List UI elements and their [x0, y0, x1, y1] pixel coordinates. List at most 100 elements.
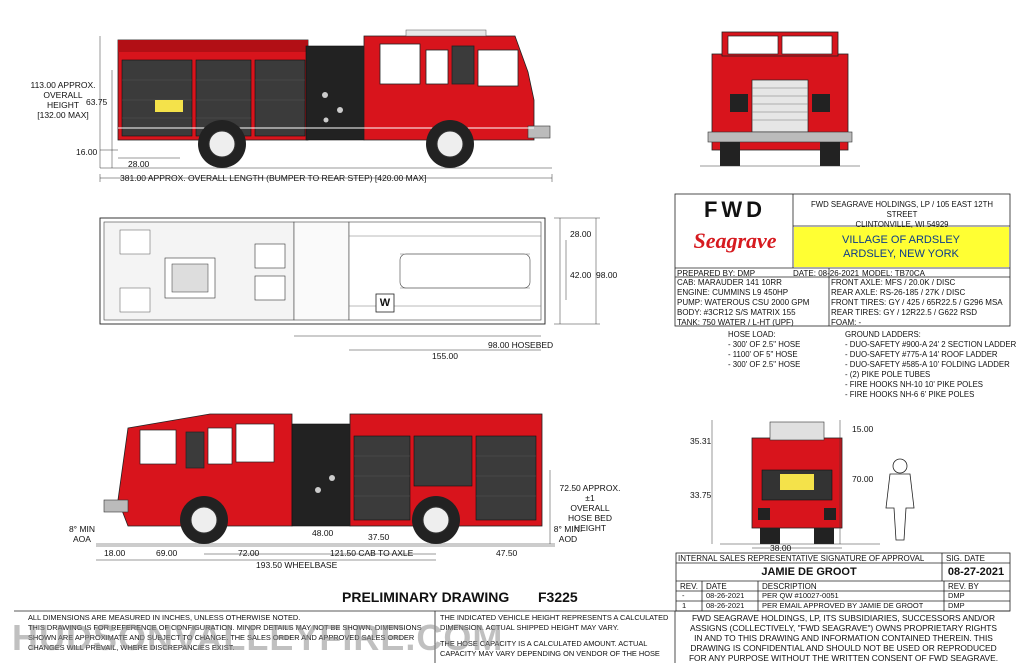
spec-pump: PUMP: WATEROUS CSU 2000 GPM — [677, 298, 810, 307]
side-view-left — [99, 29, 553, 182]
logo-seagrave: Seagrave — [693, 228, 777, 253]
preliminary-label: PRELIMINARY DRAWING — [342, 589, 510, 605]
hose-load-title: HOSE LOAD: — [728, 330, 776, 339]
spec-prepared-by: PREPARED BY: DMP — [677, 269, 756, 278]
aoa-note: 8° MIN AOA — [64, 524, 100, 544]
approval-frame — [675, 552, 1011, 612]
spec-cab: CAB: MARAUDER 141 10RR — [677, 278, 782, 287]
height-note-line: 113.00 APPROX. — [30, 80, 96, 90]
spec-front-tires: FRONT TIRES: GY / 425 / 65R22.5 / G296 M… — [831, 298, 1003, 307]
approval-sig-date: 08-27-2021 — [947, 566, 1005, 578]
side-view-right — [96, 413, 555, 561]
footer-frame — [14, 610, 1010, 663]
rev-row-cell: 08-26-2021 — [706, 601, 745, 610]
hosebed-height-line: OVERALL — [570, 503, 610, 513]
footer-note-line: ASSIGNS (COLLECTIVELY, "FWD SEAGRAVE") O… — [689, 623, 998, 633]
dim-rear-33-75: 33.75 — [690, 490, 712, 500]
ground-ladders-item: - DUO-SAFETY #775-A 14' ROOF LADDER — [845, 350, 998, 359]
hose-load: HOSE LOAD: - 300' OF 2.5" HOSE - 1100' O… — [728, 330, 800, 370]
ground-ladders: GROUND LADDERS: - DUO-SAFETY #900-A 24' … — [845, 330, 1016, 400]
ground-ladders-item: - FIRE HOOKS NH-10 10' PIKE POLES — [845, 380, 983, 389]
rev-header-by: REV. BY — [948, 582, 979, 591]
footer-note-line: ALL DIMENSIONS ARE MEASURED IN INCHES, U… — [28, 613, 301, 622]
aod-line: AOD — [558, 534, 578, 544]
footer-note-line: THE INDICATED VEHICLE HEIGHT REPRESENTS … — [440, 613, 669, 622]
dim-37-50: 37.50 — [368, 532, 390, 542]
company-address: FWD SEAGRAVE HOLDINGS, LP / 105 EAST 12T… — [796, 200, 1008, 230]
aoa-line: AOA — [73, 534, 91, 544]
hose-load-item: - 300' OF 2.5" HOSE — [728, 360, 801, 369]
customer-box — [794, 227, 1009, 267]
rev-row-cell: DMP — [948, 591, 965, 600]
dim-top-98: 98.00 — [596, 270, 618, 280]
footer-note-line: DIMENSION. ACTUAL SHIPPED HEIGHT MAY VAR… — [440, 623, 619, 632]
height-note-line: OVERALL — [43, 90, 83, 100]
dim-top-28: 28.00 — [570, 229, 592, 239]
footer-note-line: THE HOSE CAPACITY IS A CALCULATED AMOUNT… — [440, 639, 648, 648]
height-note: 113.00 APPROX. OVERALL HEIGHT [132.00 MA… — [28, 80, 98, 120]
rear-view — [711, 420, 915, 549]
customer-line: ARDSLEY, NEW YORK — [843, 248, 959, 260]
dim-69: 69.00 — [156, 548, 178, 558]
footer-note-line: FWD SEAGRAVE HOLDINGS, LP, ITS SUBSIDIAR… — [691, 613, 996, 623]
logo-fwd: FWD — [703, 197, 767, 222]
rev-row-cell: PER EMAIL APPROVED BY JAMIE DE GROOT — [762, 601, 924, 610]
address-line: CLINTONVILLE, WI 54929 — [855, 220, 949, 229]
footer-note-line: CHANGES WILL PREVAIL, WHERE DISCREPANCIE… — [28, 643, 235, 652]
dim-63-75: 63.75 — [86, 97, 108, 107]
ground-ladders-item: - FIRE HOOKS NH-6 6' PIKE POLES — [845, 390, 975, 399]
spec-left: PREPARED BY: DMP CAB: MARAUDER 141 10RR … — [677, 269, 827, 328]
hosebed-height-line: HOSE BED — [568, 513, 612, 523]
dim-overall-length: 381.00 APPROX. OVERALL LENGTH (BUMPER TO… — [120, 173, 427, 183]
rev-row-cell: PER QW #10027-0051 — [762, 591, 839, 600]
top-view-marker: W — [379, 297, 391, 309]
hosebed-height-note: 72.50 APPROX.±1 OVERALL HOSE BED HEIGHT — [556, 483, 624, 533]
footer-note-line: THIS DRAWING IS FOR REFERENCE OF CONFIGU… — [28, 623, 422, 632]
rev-header-date: DATE — [706, 582, 727, 591]
hose-load-item: - 1100' OF 5" HOSE — [728, 350, 798, 359]
dim-rear-70: 70.00 — [852, 474, 874, 484]
dim-rear-35-31: 35.31 — [690, 436, 712, 446]
rev-row-cell: DMP — [948, 601, 965, 610]
rev-row-cell: - — [682, 591, 685, 600]
footer-note-line: SHOWN ARE APPROXIMATE AND SUBJECT TO CHA… — [28, 633, 415, 642]
spec-body: BODY: #3CR12 S/S MATRIX 155 — [677, 308, 796, 317]
spec-tank: TANK: 750 WATER / L-HT (UPF) — [677, 318, 794, 327]
footer-note-line: CAPACITY MAY VARY DEPENDING ON VENDOR OF… — [440, 649, 660, 658]
sig-date-label: SIG. DATE — [946, 554, 985, 563]
rev-header-rev: REV. — [680, 582, 698, 591]
dim-48: 48.00 — [312, 528, 334, 538]
footer-note-line: IN AND TO THIS DRAWING AND INFORMATION C… — [694, 633, 993, 643]
spec-rear-axle: REAR AXLE: RS-26-185 / 27K / DISC — [831, 288, 966, 297]
dim-rear-38: 38.00 — [770, 543, 792, 553]
customer-line: VILLAGE OF ARDSLEY — [842, 234, 960, 246]
ground-ladders-title: GROUND LADDERS: — [845, 330, 921, 339]
dim-47-50: 47.50 — [496, 548, 518, 558]
drawing-number: F3225 — [538, 589, 578, 605]
ground-ladders-item: - DUO-SAFETY #900-A 24' 2 SECTION LADDER — [845, 340, 1017, 349]
footer-left-notes: ALL DIMENSIONS ARE MEASURED IN INCHES, U… — [28, 613, 432, 653]
top-view — [99, 217, 600, 351]
spec-foam: FOAM: - — [831, 318, 862, 327]
dim-wheelbase: 193.50 WHEELBASE — [256, 560, 338, 570]
height-note-line: HEIGHT — [46, 100, 80, 110]
aoa-line: 8° MIN — [68, 524, 96, 534]
height-note-line: [132.00 MAX] — [37, 110, 89, 120]
spec-rear-tires: REAR TIRES: GY / 12R22.5 / G622 RSD — [831, 308, 977, 317]
spec-right: FRONT AXLE: MFS / 20.0K / DISC REAR AXLE… — [831, 278, 1009, 328]
customer-name: VILLAGE OF ARDSLEY ARDSLEY, NEW YORK — [796, 233, 1006, 261]
rev-header-description: DESCRIPTION — [762, 582, 817, 591]
dim-top-42: 42.00 — [570, 270, 592, 280]
aod-note: 8° MIN. AOD — [550, 524, 586, 544]
approval-name: JAMIE DE GROOT — [761, 566, 857, 578]
dim-cab-to-axle: 121.50 CAB TO AXLE — [330, 548, 414, 558]
dim-72: 72.00 — [238, 548, 260, 558]
spec-model: MODEL: TB70CA — [862, 269, 925, 278]
footer-right-notes: FWD SEAGRAVE HOLDINGS, LP, ITS SUBSIDIAR… — [677, 613, 1010, 663]
footer-note-line: FOR ANY PURPOSE WITHOUT THE WRITTEN CONS… — [688, 653, 999, 663]
address-line: FWD SEAGRAVE HOLDINGS, LP / 105 EAST 12T… — [811, 200, 993, 219]
rev-row-cell: 08-26-2021 — [706, 591, 745, 600]
hosebed-height-line: HEIGHT — [573, 523, 607, 533]
hosebed-height-line: 72.50 APPROX.±1 — [559, 483, 621, 503]
